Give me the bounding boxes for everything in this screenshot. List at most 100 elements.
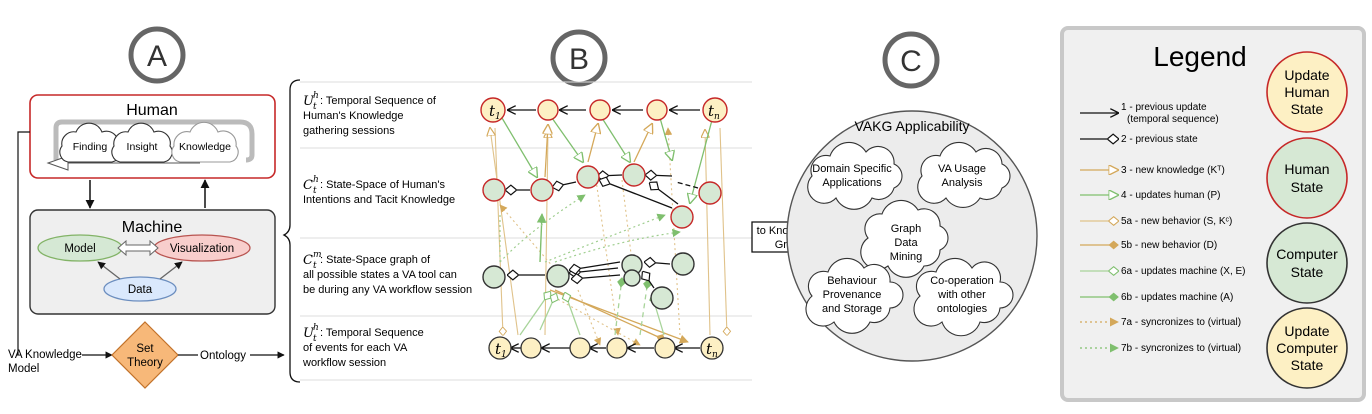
legend-state-1-line-3: State <box>1291 101 1324 117</box>
legend-update-human-state <box>1266 51 1348 133</box>
panel-b-badge <box>550 29 608 87</box>
model-label: Model <box>64 243 95 255</box>
row4-tn-sub: n <box>712 350 718 360</box>
orange-dotted-link <box>577 289 602 346</box>
human-state-node <box>698 181 722 205</box>
update-computer-node <box>606 337 628 359</box>
human-title: Human <box>126 102 178 119</box>
orange-link <box>705 130 711 336</box>
node-t1-sub: 1 <box>495 112 501 122</box>
node-tn-sub: n <box>714 112 720 122</box>
row-1-symbol: U <box>303 94 315 109</box>
legend-state-2-line-2: State <box>1291 179 1324 195</box>
machine-title: Machine <box>122 219 183 236</box>
row-3-sub: t <box>313 261 317 271</box>
legend: Legend 1 - previous update (temporal seq… <box>1060 26 1366 402</box>
row-1-line-3: gathering sessions <box>303 125 395 137</box>
set-theory-diamond <box>111 321 179 389</box>
panel-c-letter: C <box>900 45 922 78</box>
row-2-sup: h <box>313 175 319 185</box>
state-arrow <box>645 262 671 264</box>
human-state-node <box>530 178 554 202</box>
row-4-sup: h <box>313 323 319 333</box>
update-human-node <box>589 99 611 121</box>
green-link <box>519 292 550 336</box>
human-cycle-arrow <box>53 119 255 163</box>
update-computer-node-t1 <box>488 336 512 360</box>
row-3-line-3: be during any VA workflow session <box>303 284 472 296</box>
node-t1-label: t <box>489 102 496 120</box>
panel-a-badge <box>128 26 186 84</box>
panel-a: A Human Finding Insight Knowledge Machin… <box>8 26 285 389</box>
green-link <box>565 293 581 336</box>
green-link <box>536 213 547 263</box>
human-state-node <box>576 165 600 189</box>
visualization-label: Visualization <box>170 243 234 255</box>
row-4-sub: t <box>313 334 317 344</box>
row-1-line-1: : Temporal Sequence of <box>320 95 437 107</box>
cloud-knowledge-label: Knowledge <box>179 141 231 153</box>
row4-tn-label: t <box>706 340 713 358</box>
legend-title: Legend <box>1153 41 1246 72</box>
cloud-insight-label: Insight <box>127 141 158 153</box>
row-1-sub: t <box>313 102 317 112</box>
update-computer-node-tn <box>700 336 724 360</box>
computer-state-node <box>623 269 641 287</box>
update-computer-node <box>654 337 676 359</box>
cloud-behaviour-line-2: Provenance <box>823 289 882 301</box>
orange-link <box>719 127 727 335</box>
legend-computer-state <box>1266 222 1348 304</box>
orange-dotted-link <box>595 179 621 336</box>
row-4-symbol: U <box>303 326 315 341</box>
data-ellipse <box>103 276 177 302</box>
legend-state-4-line-3: State <box>1291 357 1324 373</box>
state-arrow <box>650 183 679 205</box>
row-4-line-2: of events for each VA <box>303 342 408 354</box>
row-2-sub: t <box>313 186 317 196</box>
cloud-insight: Insight <box>111 122 173 163</box>
legend-entry-1-line-2: (temporal sequence) <box>1127 114 1219 125</box>
green-update-human <box>601 117 630 162</box>
cloud-coop-line-2: with other <box>937 289 986 301</box>
row-label-4: U h t : Temporal Sequence of events for … <box>302 323 424 369</box>
cloud-graph-mining: Graph Data Mining <box>860 199 949 278</box>
row-label-1: U h t : Temporal Sequence of Human's Kno… <box>303 91 437 137</box>
data-label: Data <box>128 284 153 296</box>
data-to-model-arrow <box>97 261 121 280</box>
human-state-node <box>670 205 694 229</box>
green-update-human <box>690 119 713 203</box>
update-human-node-tn <box>702 97 728 123</box>
orange-solid-link <box>549 289 689 344</box>
legend-state-2-line-1: Human <box>1284 161 1329 177</box>
state-arrow <box>646 175 673 176</box>
row4-t1-label: t <box>495 340 502 358</box>
computer-state-node <box>671 252 695 276</box>
vakg-title: VAKG Applicability <box>855 118 970 134</box>
cross-row-arrows <box>490 117 727 346</box>
set-theory-label-1: Set <box>136 343 154 355</box>
row-label-2: C h t : State-Space of Human's Intention… <box>303 175 455 206</box>
cloud-graph-line-2: Data <box>894 237 918 249</box>
cloud-graph-line-3: Mining <box>890 251 922 263</box>
orange-link <box>545 130 548 336</box>
update-human-node <box>537 99 559 121</box>
state-dashed-link <box>675 181 699 189</box>
cloud-knowledge: Knowledge <box>171 121 239 163</box>
cloud-va-line-1: VA Usage <box>938 163 986 175</box>
cloud-finding: Finding <box>59 122 121 163</box>
update-human-node <box>646 99 668 121</box>
cloud-domain-line-1: Domain Specific <box>812 163 892 175</box>
update-computer-node <box>569 337 591 359</box>
cloud-domain-line-2: Applications <box>822 177 882 189</box>
cloud-va-usage: VA Usage Analysis <box>917 141 1011 208</box>
cloud-finding-label: Finding <box>73 141 108 153</box>
va-model-label-1: VA Knowledge <box>8 349 82 361</box>
panel-c: C to Knowledge Graph VAKG Applicability … <box>751 31 1038 362</box>
node-tn-label: t <box>708 102 715 120</box>
legend-state-4-line-2: Computer <box>1276 340 1338 356</box>
panel-a-letter: A <box>147 40 167 73</box>
computer-state-node <box>546 264 570 288</box>
row-1-sup: h <box>313 91 319 101</box>
computer-state-node <box>482 265 506 289</box>
